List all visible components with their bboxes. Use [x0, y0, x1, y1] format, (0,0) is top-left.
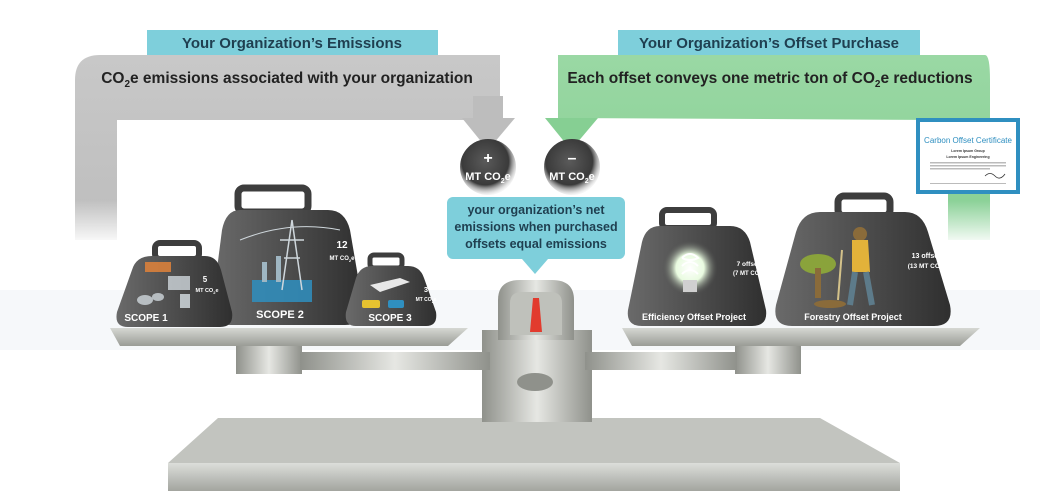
plus-unit: MT CO2e	[465, 171, 510, 185]
offset-certificate: Carbon Offset Certificate Lorem Ipsum Gr…	[916, 118, 1020, 194]
weight-scope-3: 3 MT CO2e SCOPE 3	[345, 252, 437, 326]
scope-1-label: SCOPE 1	[124, 313, 168, 324]
minus-circle: – MT CO2e	[544, 139, 600, 195]
emissions-arrow	[462, 118, 515, 150]
net-emissions-box: your organization’s net emissions when p…	[447, 197, 625, 274]
minus-unit: MT CO2e	[549, 171, 594, 185]
scope-2-label: SCOPE 2	[256, 309, 304, 321]
scale	[110, 280, 980, 491]
weight-forestry: 13 offsets (13 MT CO2e) Forestry Offset …	[775, 192, 951, 326]
scope-2-value: 12	[336, 240, 348, 251]
weight-scope-1: 5 MT CO2e SCOPE 1	[116, 240, 233, 327]
scale-base-top	[168, 418, 900, 463]
minus-symbol: –	[568, 150, 577, 167]
bulb-icon	[662, 240, 718, 296]
scope-3-value: 3	[424, 285, 428, 294]
offsets-arrow	[545, 118, 598, 150]
efficiency-mt: (7 MT CO2e)	[733, 271, 767, 278]
forestry-offsets: 13 offsets	[912, 253, 945, 260]
scope-3-label: SCOPE 3	[368, 313, 412, 324]
scope-1-unit: MT CO2e	[195, 288, 218, 295]
net-line-3: offsets equal emissions	[465, 237, 607, 251]
left-pan	[110, 328, 468, 346]
efficiency-label: Efficiency Offset Project	[642, 312, 746, 322]
scope-2-unit: MT CO2e	[330, 256, 356, 263]
gauge-needle	[530, 298, 542, 332]
net-line-2: emissions when purchased	[454, 220, 617, 234]
emissions-title: Your Organization’s Emissions	[182, 35, 402, 52]
net-line-1: your organization’s net	[467, 203, 605, 217]
emissions-title-tab: Your Organization’s Emissions	[147, 30, 438, 55]
emissions-subtitle: CO2e emissions associated with your orga…	[101, 70, 473, 90]
offsets-subtitle: Each offset conveys one metric ton of CO…	[567, 70, 972, 90]
offsets-bracket	[545, 55, 990, 245]
efficiency-offsets: 7 offsets	[737, 261, 764, 268]
forestry-mt: (13 MT CO2e)	[908, 263, 948, 271]
weight-scope-2: 12 MT CO2e SCOPE 2	[212, 184, 363, 325]
emissions-bracket	[75, 55, 515, 245]
scope-3-unit: MT CO2e	[416, 297, 437, 304]
certificate-title: Carbon Offset Certificate	[924, 136, 1012, 145]
weight-efficiency: 7 offsets (7 MT CO2e) Efficiency Offset …	[627, 207, 767, 326]
right-pan	[622, 328, 980, 346]
forestry-label: Forestry Offset Project	[804, 312, 902, 322]
certificate-line-1: Lorem Ipsum Group	[951, 149, 984, 153]
scope-1-value: 5	[203, 275, 208, 284]
scale-knob	[517, 373, 553, 391]
plus-symbol: +	[483, 150, 492, 167]
certificate-line-2: Lorem Ipsum Engineering	[946, 155, 989, 159]
offsets-title: Your Organization’s Offset Purchase	[639, 35, 899, 52]
plus-circle: + MT CO2e	[460, 139, 516, 195]
offsets-title-tab: Your Organization’s Offset Purchase	[618, 30, 920, 55]
